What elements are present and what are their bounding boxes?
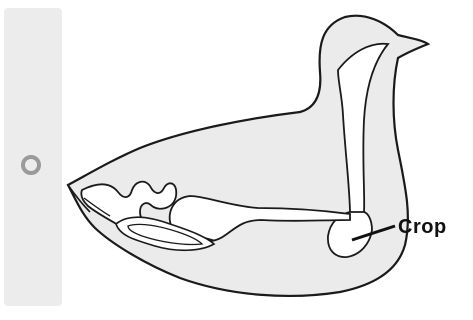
crop-label: Crop [398, 216, 447, 239]
